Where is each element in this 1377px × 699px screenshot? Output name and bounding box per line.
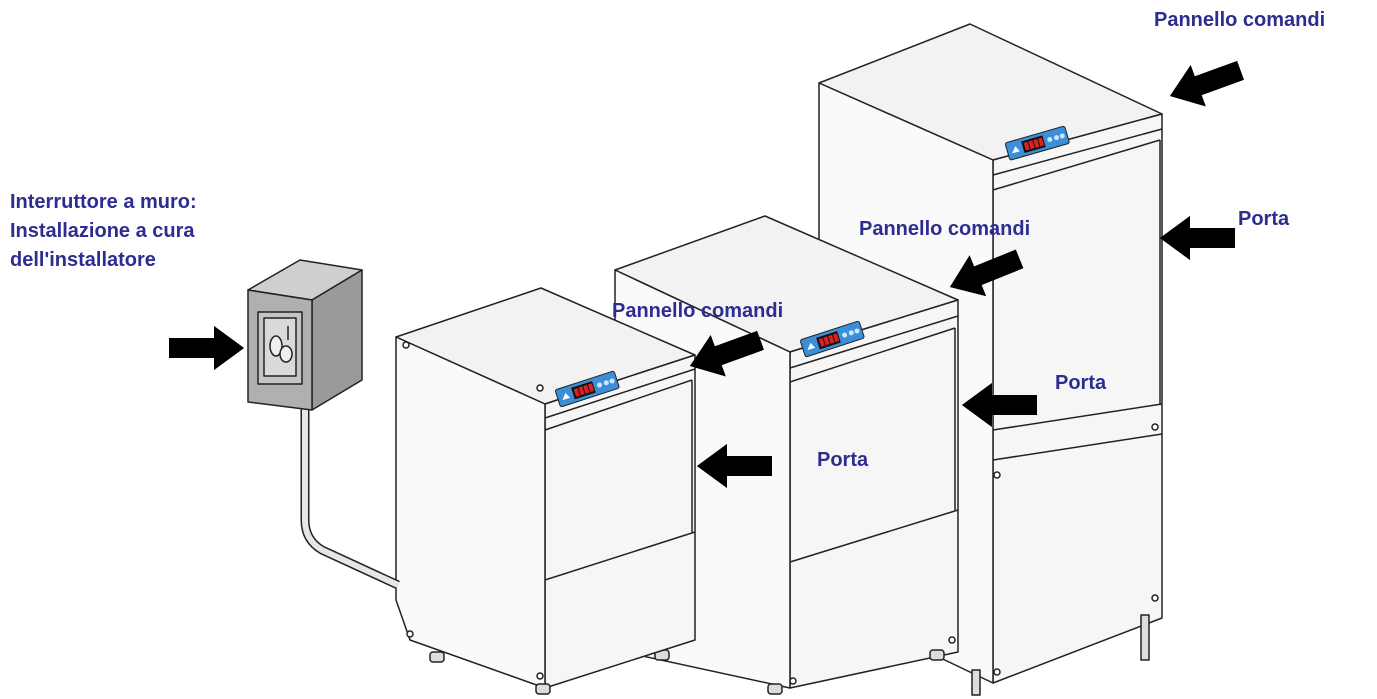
tall-door-upper-pointer-arrow-icon bbox=[1160, 216, 1235, 260]
wall-switch-pointer-arrow-icon bbox=[169, 326, 244, 370]
tall-door-upper-label: Porta bbox=[1238, 208, 1290, 230]
wall-switch-label-line-3: dell'installatore bbox=[10, 249, 156, 271]
wall-switch bbox=[247, 259, 400, 590]
rotary-switch-icon bbox=[269, 335, 283, 357]
tall-panel-pointer-arrow-icon bbox=[1162, 49, 1249, 117]
tall-door-lower-label: Porta bbox=[1055, 372, 1107, 394]
wall-switch-label-line-1: Interruttore a muro: bbox=[10, 191, 197, 213]
medium-panel-label: Pannello comandi bbox=[859, 218, 1031, 240]
small-door-label: Porta bbox=[817, 449, 869, 471]
small-panel-label: Pannello comandi bbox=[612, 300, 784, 322]
small-dishwasher bbox=[395, 287, 696, 695]
tall-panel-label: Pannello comandi bbox=[1154, 9, 1326, 31]
wall-switch-label-line-2: Installazione a cura bbox=[10, 220, 195, 242]
